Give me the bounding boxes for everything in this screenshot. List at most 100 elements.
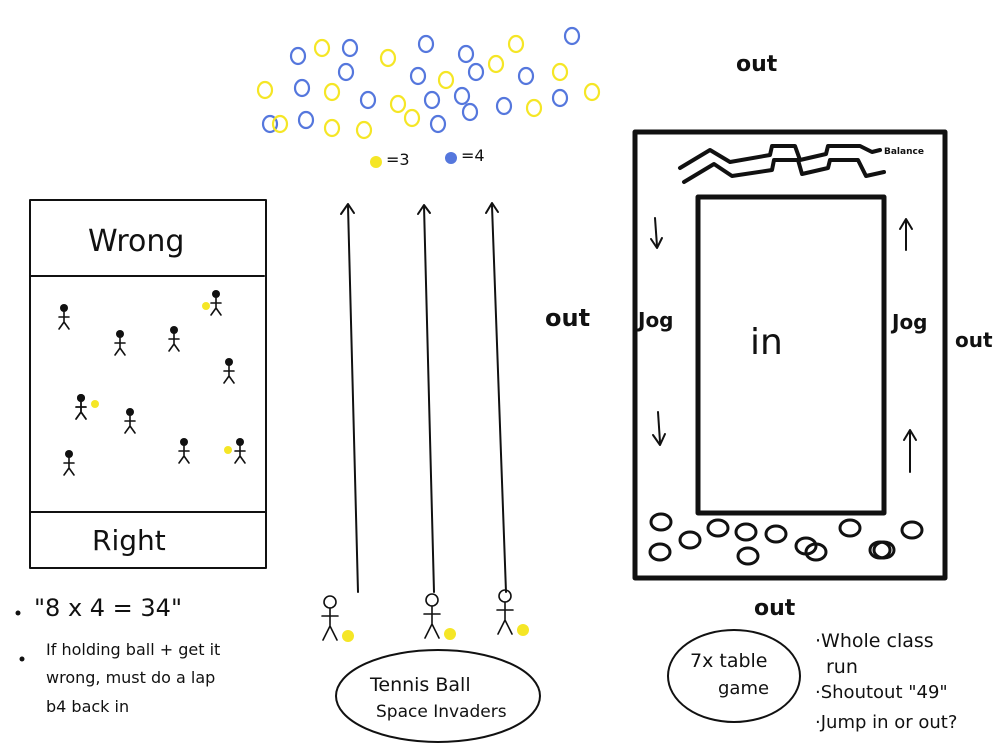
game-title-line2: Space Invaders [376, 702, 507, 722]
hoops [648, 512, 924, 566]
hoop [678, 530, 702, 550]
stick-figure [63, 450, 75, 476]
note-2: If holding ball + get it [46, 640, 221, 659]
tennis-ball [487, 54, 505, 74]
hoop [872, 540, 896, 560]
hoop [648, 542, 672, 562]
tennis-ball [551, 88, 569, 108]
tennis-ball [403, 108, 421, 128]
tennis-ball [551, 62, 569, 82]
game-note-2: run [826, 656, 858, 678]
tennis-ball [379, 48, 397, 68]
tennis-ball [323, 118, 341, 138]
court-players [58, 290, 246, 476]
legend-yellow-value: =3 [386, 150, 410, 169]
hoop [900, 520, 924, 540]
space-invaders-lanes [340, 202, 507, 593]
stick-figure [58, 304, 70, 330]
game-oval-line2: game [718, 678, 770, 699]
tennis-ball [583, 82, 601, 102]
jog-right: Jog [892, 310, 928, 334]
ball [202, 302, 210, 310]
runner-figure [423, 593, 456, 640]
tennis-ball [461, 102, 479, 122]
right-label: Right [92, 524, 166, 557]
ball [224, 446, 232, 454]
tennis-ball [517, 66, 535, 86]
in-label: in [750, 322, 783, 363]
tennis-ball [495, 96, 513, 116]
note-1: "8 x 4 = 34" [34, 594, 182, 622]
tennis-ball [289, 46, 307, 66]
game-note-4: ·Jump in or out? [815, 712, 958, 733]
tennis-balls-cloud [256, 26, 601, 140]
out-left: out [545, 304, 591, 332]
ball [444, 628, 456, 640]
tennis-ball [457, 44, 475, 64]
legend-blue-dot [445, 152, 457, 164]
hoop [838, 518, 862, 538]
game-title-line1: Tennis Ball [370, 674, 471, 696]
tennis-ball [467, 62, 485, 82]
jog-left: Jog [638, 308, 674, 332]
legend-blue-value: =4 [461, 146, 485, 165]
hoop [764, 524, 788, 544]
out-top: out [736, 52, 778, 77]
runners [321, 589, 529, 642]
tennis-ball [429, 114, 447, 134]
tennis-ball [313, 38, 331, 58]
out-right: out [955, 328, 993, 352]
jog-track [632, 129, 948, 581]
ball [342, 630, 354, 642]
ball [91, 400, 99, 408]
tennis-ball [507, 34, 525, 54]
runner-figure [321, 595, 354, 642]
tennis-ball [297, 110, 315, 130]
tennis-ball [359, 90, 377, 110]
out-bottom: out [754, 596, 796, 621]
tennis-ball [256, 80, 274, 100]
hoop [706, 518, 730, 538]
game-oval [667, 629, 801, 723]
ball [517, 624, 529, 636]
tennis-ball [271, 114, 289, 134]
tennis-ball [423, 90, 441, 110]
bullet-dot [15, 610, 21, 616]
tennis-ball [337, 62, 355, 82]
stick-figure [202, 290, 222, 316]
tennis-ball [341, 38, 359, 58]
game-note-3: ·Shoutout "49" [815, 682, 948, 703]
game-oval-line1: 7x table [690, 650, 768, 672]
hoop [649, 512, 673, 532]
tennis-ball [323, 82, 341, 102]
stick-figure [224, 438, 246, 464]
tennis-ball [293, 78, 311, 98]
stick-figure [114, 330, 126, 356]
wrong-right-court [29, 199, 267, 569]
legend-yellow-dot [370, 156, 382, 168]
bullet-dot [19, 656, 25, 662]
tennis-ball [417, 34, 435, 54]
note-3: wrong, must do a lap [46, 668, 216, 687]
stick-figure [75, 394, 99, 420]
tennis-ball [453, 86, 471, 106]
balance-label: Balance [884, 147, 924, 157]
tennis-ball [525, 98, 543, 118]
tennis-ball [563, 26, 581, 46]
wrong-label: Wrong [88, 224, 185, 259]
stick-figure [223, 358, 235, 384]
stick-figure [124, 408, 136, 434]
tennis-ball [355, 120, 373, 140]
title-oval [335, 649, 541, 743]
stick-figure [178, 438, 190, 464]
hoop [734, 522, 758, 542]
game-note-1: ·Whole class [815, 630, 934, 652]
hoop [804, 542, 828, 562]
tennis-ball [437, 70, 455, 90]
runner-figure [496, 589, 529, 636]
note-4: b4 back in [46, 697, 130, 716]
tennis-ball [409, 66, 427, 86]
tennis-ball [261, 114, 279, 134]
stick-figure [168, 326, 180, 352]
